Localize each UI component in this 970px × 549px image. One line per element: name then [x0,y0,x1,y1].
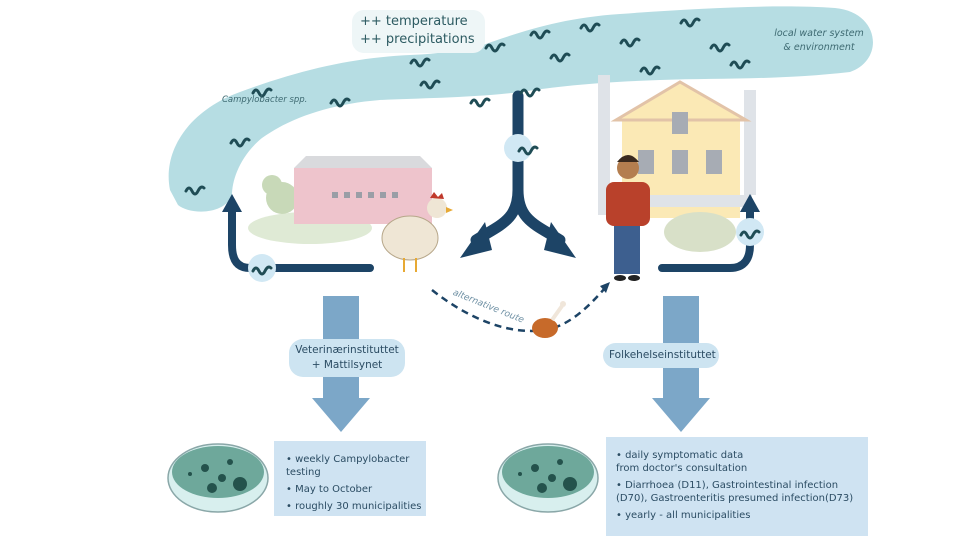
campylobacter-label: Campylobacter spp. [222,95,308,105]
bacteria-icon [251,265,273,276]
bacteria-icon [619,37,641,48]
public-health-info-box: • daily symptomatic data from doctor's c… [606,437,868,536]
water-body [168,6,873,212]
bacteria-icon [184,185,206,196]
public-health-org-label: Folkehelseinstituttet [603,343,719,368]
petri-dish-icon [497,443,599,513]
weather-factors-label: ++ temperature ++ precipitations [352,10,485,53]
bacteria-icon [484,42,506,53]
petri-dish-icon [167,443,269,513]
org-line: Veterinærinstituttet [295,344,399,356]
info-item: • yearly - all municipalities [616,510,751,521]
bacteria-icon [729,59,751,70]
farm-illustration [248,156,432,244]
bacteria-icon [229,137,251,148]
info-item: • weekly Campylobacter testing [286,454,410,478]
bacteria-icon [639,65,661,76]
info-item: • daily symptomatic data from doctor's c… [616,450,748,474]
bacteria-icon [679,17,701,28]
bacteria-icon [251,87,273,98]
bacteria-icon [469,97,491,108]
veterinary-org-label: Veterinærinstituttet + Mattilsynet [289,339,405,377]
precipitation-label: ++ precipitations [360,32,475,47]
bacteria-icon [579,22,601,33]
bacteria-icon [739,229,761,240]
water-label-line: & environment [783,42,855,53]
veterinary-info-box: • weekly Campylobacter testing • May to … [274,441,426,516]
bacteria-badge [736,218,764,246]
info-item: • roughly 30 municipalities [286,501,422,512]
water-system-label: local water system & environment [756,27,882,55]
org-line: + Mattilsynet [311,359,383,371]
environment-to-farm-and-house-arrow [470,90,566,246]
bacteria-icon [419,79,441,90]
person-icon [606,155,650,281]
temperature-label: ++ temperature [360,14,468,29]
bacteria-icon [329,97,351,108]
info-item: • May to October [286,484,373,495]
bacteria-icon [529,29,551,40]
chicken-leg-icon [532,301,566,338]
bacteria-badge [248,254,276,282]
bacteria-icon [709,42,731,53]
bacteria-icon [549,52,571,63]
bacteria-icon [409,57,431,68]
bacteria-icon [517,145,539,156]
bacteria-icon [519,87,541,98]
bacteria-group [184,17,761,276]
chicken-icon [381,192,453,272]
info-item: • Diarrhoea (D11), Gastrointestinal infe… [616,480,854,504]
bacteria-badge [504,134,532,162]
alternative-route-path [431,287,606,333]
water-label-line: local water system [774,28,864,39]
